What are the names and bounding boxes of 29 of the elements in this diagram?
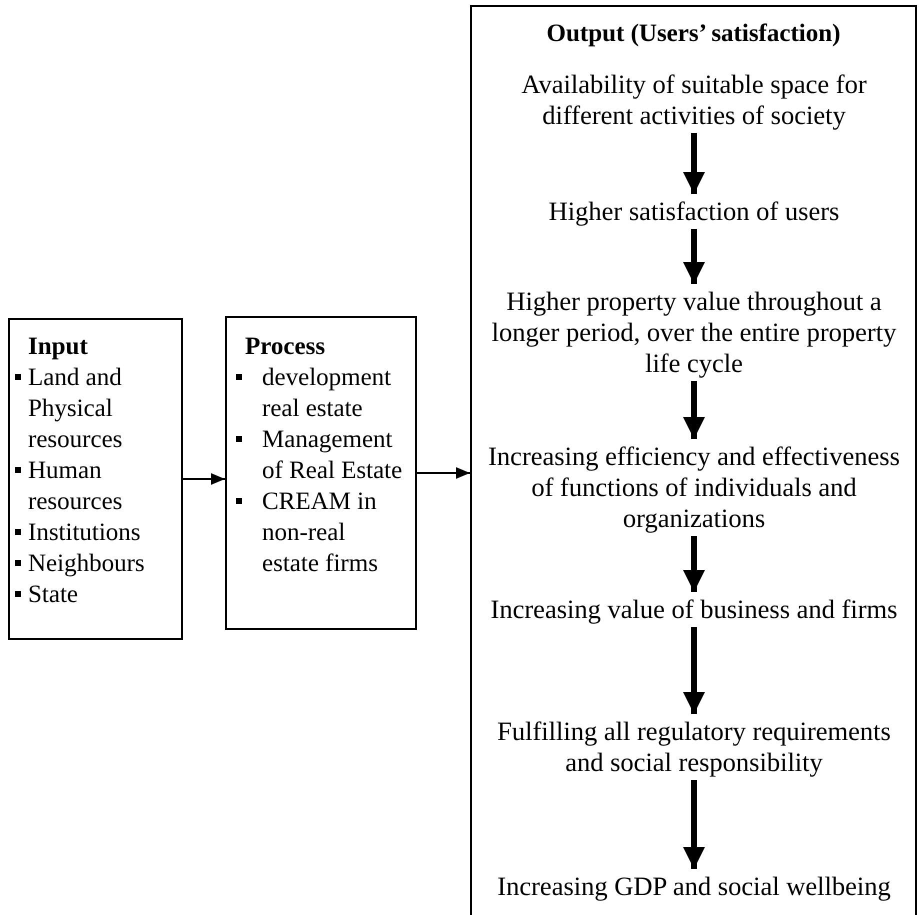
outcome-text: Availability of suitable space for different activities of society — [478, 69, 910, 131]
list-item: Human resources — [28, 456, 124, 517]
arrow — [183, 473, 225, 485]
list-item: development real estate — [262, 363, 392, 424]
list-item: Management of Real Estate — [262, 425, 403, 486]
list-item: State — [28, 580, 79, 610]
arrow — [417, 467, 470, 479]
outcome-text: Increasing efficiency and effectiveness of functions of individuals and organizations — [478, 441, 910, 534]
list-item: Land and Physical resources — [28, 363, 124, 455]
outcome-text: Higher property value throughout a longer period, over the entire property life cycle — [478, 286, 910, 379]
box-heading: Input — [28, 332, 88, 362]
arrow — [683, 133, 705, 194]
list-box — [225, 316, 417, 630]
arrow — [683, 627, 705, 714]
arrow — [683, 780, 705, 869]
outcome-text: Increasing value of business and firms — [478, 594, 910, 625]
list-item: Neighbours — [28, 549, 146, 579]
outcome-text: Increasing GDP and social wellbeing — [478, 871, 910, 902]
panel-heading: Output (Users’ satisfaction) — [546, 19, 842, 49]
arrow — [683, 536, 705, 592]
outcome-text: Fulfilling all regulatory requirements and social responsibility — [478, 716, 910, 778]
arrow — [683, 381, 705, 439]
list-box — [8, 318, 183, 640]
list-item: Institutions — [28, 518, 142, 548]
box-heading: Process — [245, 332, 326, 362]
arrow — [683, 229, 705, 284]
outcome-text: Higher satisfaction of users — [478, 196, 910, 227]
output-panel — [470, 5, 917, 915]
list-item: CREAM in non-real estate firms — [262, 487, 379, 579]
